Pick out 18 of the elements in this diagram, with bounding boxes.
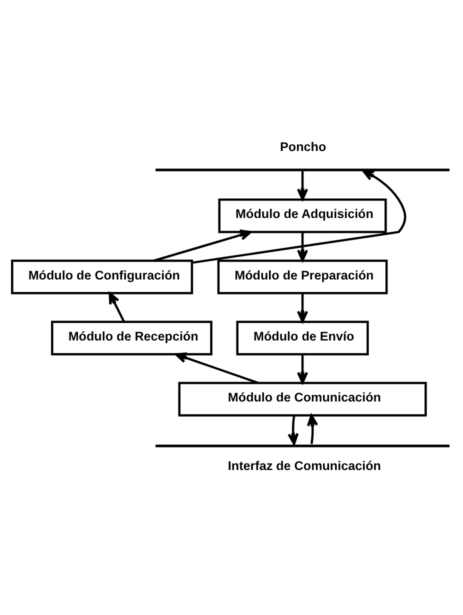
node-box: Módulo de Comunicación <box>178 382 427 416</box>
node-text: Poncho <box>280 140 326 154</box>
node-text: Interfaz de Comunicación <box>228 458 381 473</box>
arrow <box>296 354 308 384</box>
arrow <box>296 232 308 262</box>
node-box: Módulo de Adquisición <box>218 198 387 234</box>
arrow <box>153 229 252 262</box>
node-box: Módulo de Configuración <box>11 260 194 294</box>
arrow <box>108 292 125 322</box>
node-box: Módulo de Envío <box>236 320 369 356</box>
arrow <box>306 414 318 444</box>
arrow <box>296 171 308 200</box>
node-box: Módulo de Preparación <box>217 260 388 294</box>
arrow <box>175 352 259 384</box>
node-box: Módulo de Recepción <box>51 320 212 356</box>
arrow <box>288 415 299 446</box>
arrow <box>192 170 406 264</box>
arrow <box>296 293 308 323</box>
